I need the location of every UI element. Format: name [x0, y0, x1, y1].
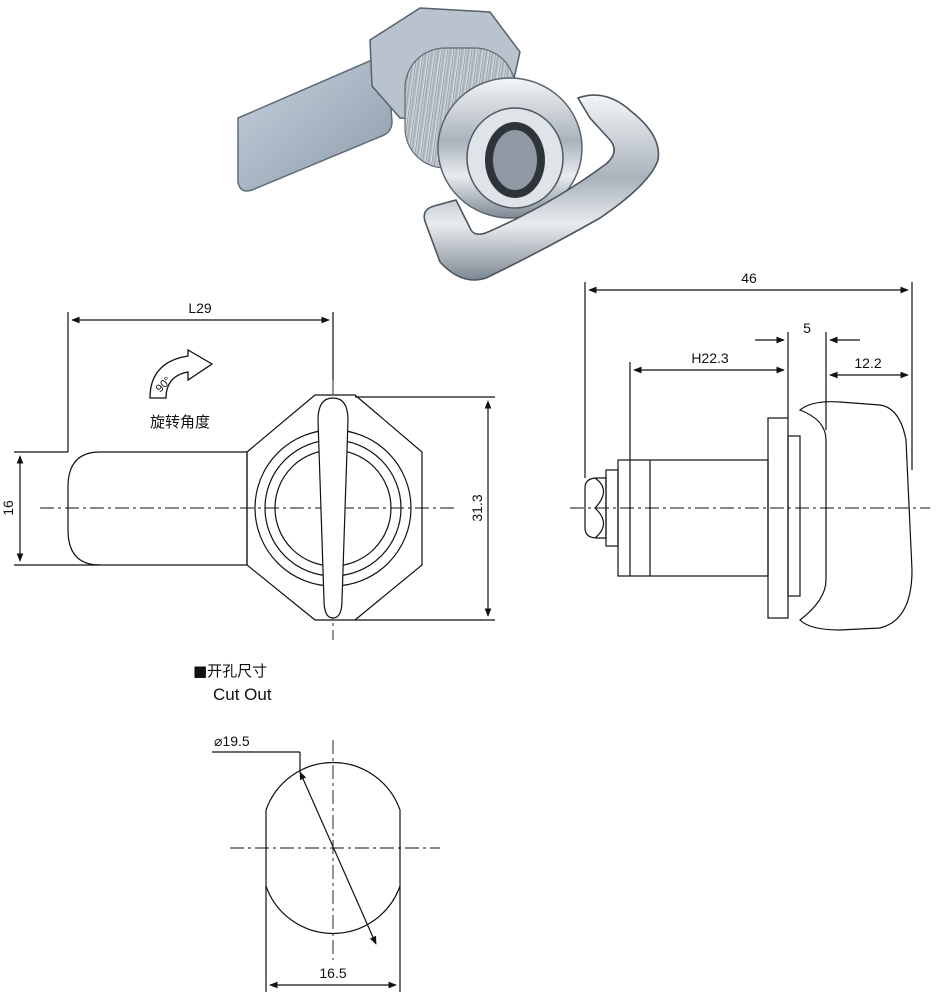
cutout-title-cn: ■开孔尺寸 — [193, 662, 267, 680]
cam-outline — [67, 451, 248, 566]
dim-diameter-text: ⌀19.5 — [214, 733, 250, 749]
cutout-title-en: Cut Out — [213, 685, 272, 704]
cam-blade — [237, 58, 393, 192]
cutout-view — [212, 740, 440, 992]
t-handle — [423, 94, 660, 281]
cam-lock-photo — [237, 7, 660, 281]
dim-flange-width-text: 31.3 — [469, 494, 485, 521]
rotation-label: 旋转角度 — [150, 413, 210, 431]
front-view — [14, 312, 495, 640]
dim-total-text: 46 — [741, 270, 757, 286]
side-view — [570, 282, 930, 631]
dim-side-flange-text: 5 — [803, 320, 811, 336]
dim-cutout-width-text: 16.5 — [319, 965, 346, 981]
dim-body-text: H22.3 — [691, 350, 729, 366]
dim-handle-text: 12.2 — [854, 355, 881, 371]
handle-bar — [317, 397, 349, 619]
dim-length-text: L29 — [188, 300, 212, 316]
side-flange — [767, 417, 789, 619]
hex-flange — [246, 394, 423, 621]
side-handle — [798, 401, 913, 631]
side-barrel — [617, 459, 769, 577]
dim-height-text: 16 — [0, 500, 16, 516]
rotation-arrow-icon — [149, 348, 214, 399]
